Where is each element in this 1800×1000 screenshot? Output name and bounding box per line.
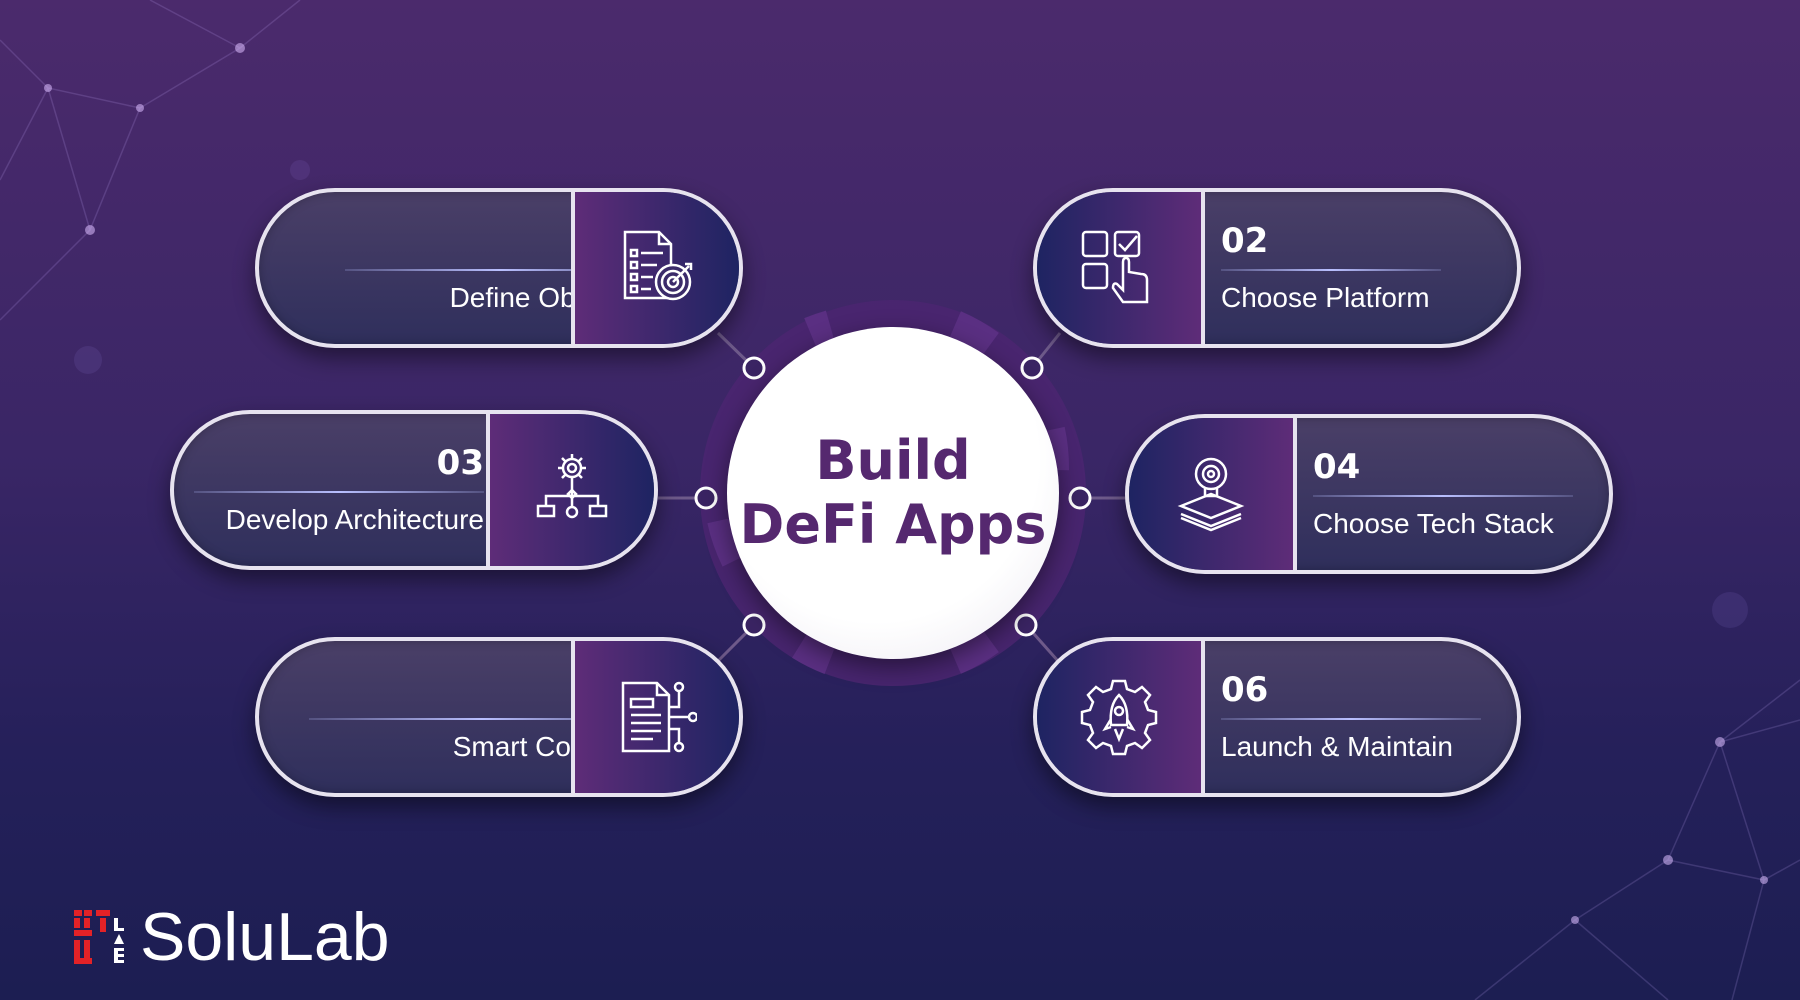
- divider: [1221, 269, 1441, 271]
- icon-panel: [571, 192, 739, 344]
- divider: [1221, 718, 1481, 720]
- hub-title-line2: DeFi Apps: [739, 493, 1047, 556]
- idea-layers-icon: [1177, 457, 1245, 532]
- step-number: 06: [1221, 670, 1269, 710]
- step-card-04: 04 Choose Tech Stack: [1125, 414, 1613, 574]
- divider: [345, 269, 655, 271]
- step-number: 04: [1313, 447, 1361, 487]
- icon-panel: [486, 414, 654, 566]
- step-label: Choose Platform: [1221, 282, 1430, 313]
- step-number: 02: [1221, 221, 1269, 261]
- gear-rocket-icon: [1080, 679, 1158, 756]
- hub-circle: Build DeFi Apps: [727, 327, 1059, 659]
- icon-panel: [1129, 418, 1297, 570]
- brand-name: SoluLab: [140, 899, 390, 975]
- step-number: 03: [436, 443, 484, 483]
- circuit-document-icon: [621, 681, 697, 753]
- solulab-mark-icon: [74, 910, 124, 964]
- brand-logo: SoluLab: [74, 902, 390, 972]
- icon-panel: [1037, 192, 1205, 344]
- step-label: Develop Architecture: [225, 504, 484, 535]
- checklist-tap-icon: [1081, 230, 1149, 304]
- document-target-icon: [623, 230, 693, 301]
- step-label: Choose Tech Stack: [1313, 508, 1554, 539]
- step-card-05: 05 Smart Contracts: [255, 637, 743, 797]
- gear-hierarchy-icon: [536, 454, 608, 519]
- step-card-02: 02 Choose Platform: [1033, 188, 1521, 348]
- icon-panel: [1037, 641, 1205, 793]
- divider: [309, 718, 655, 720]
- divider: [194, 491, 484, 493]
- step-card-03: 03 Develop Architecture: [170, 410, 658, 570]
- step-card-06: 06 Launch & Maintain: [1033, 637, 1521, 797]
- divider: [1313, 495, 1573, 497]
- step-label: Launch & Maintain: [1221, 731, 1453, 762]
- hub-title-line1: Build: [815, 429, 971, 492]
- icon-panel: [571, 641, 739, 793]
- step-card-01: 01 Define Objective: [255, 188, 743, 348]
